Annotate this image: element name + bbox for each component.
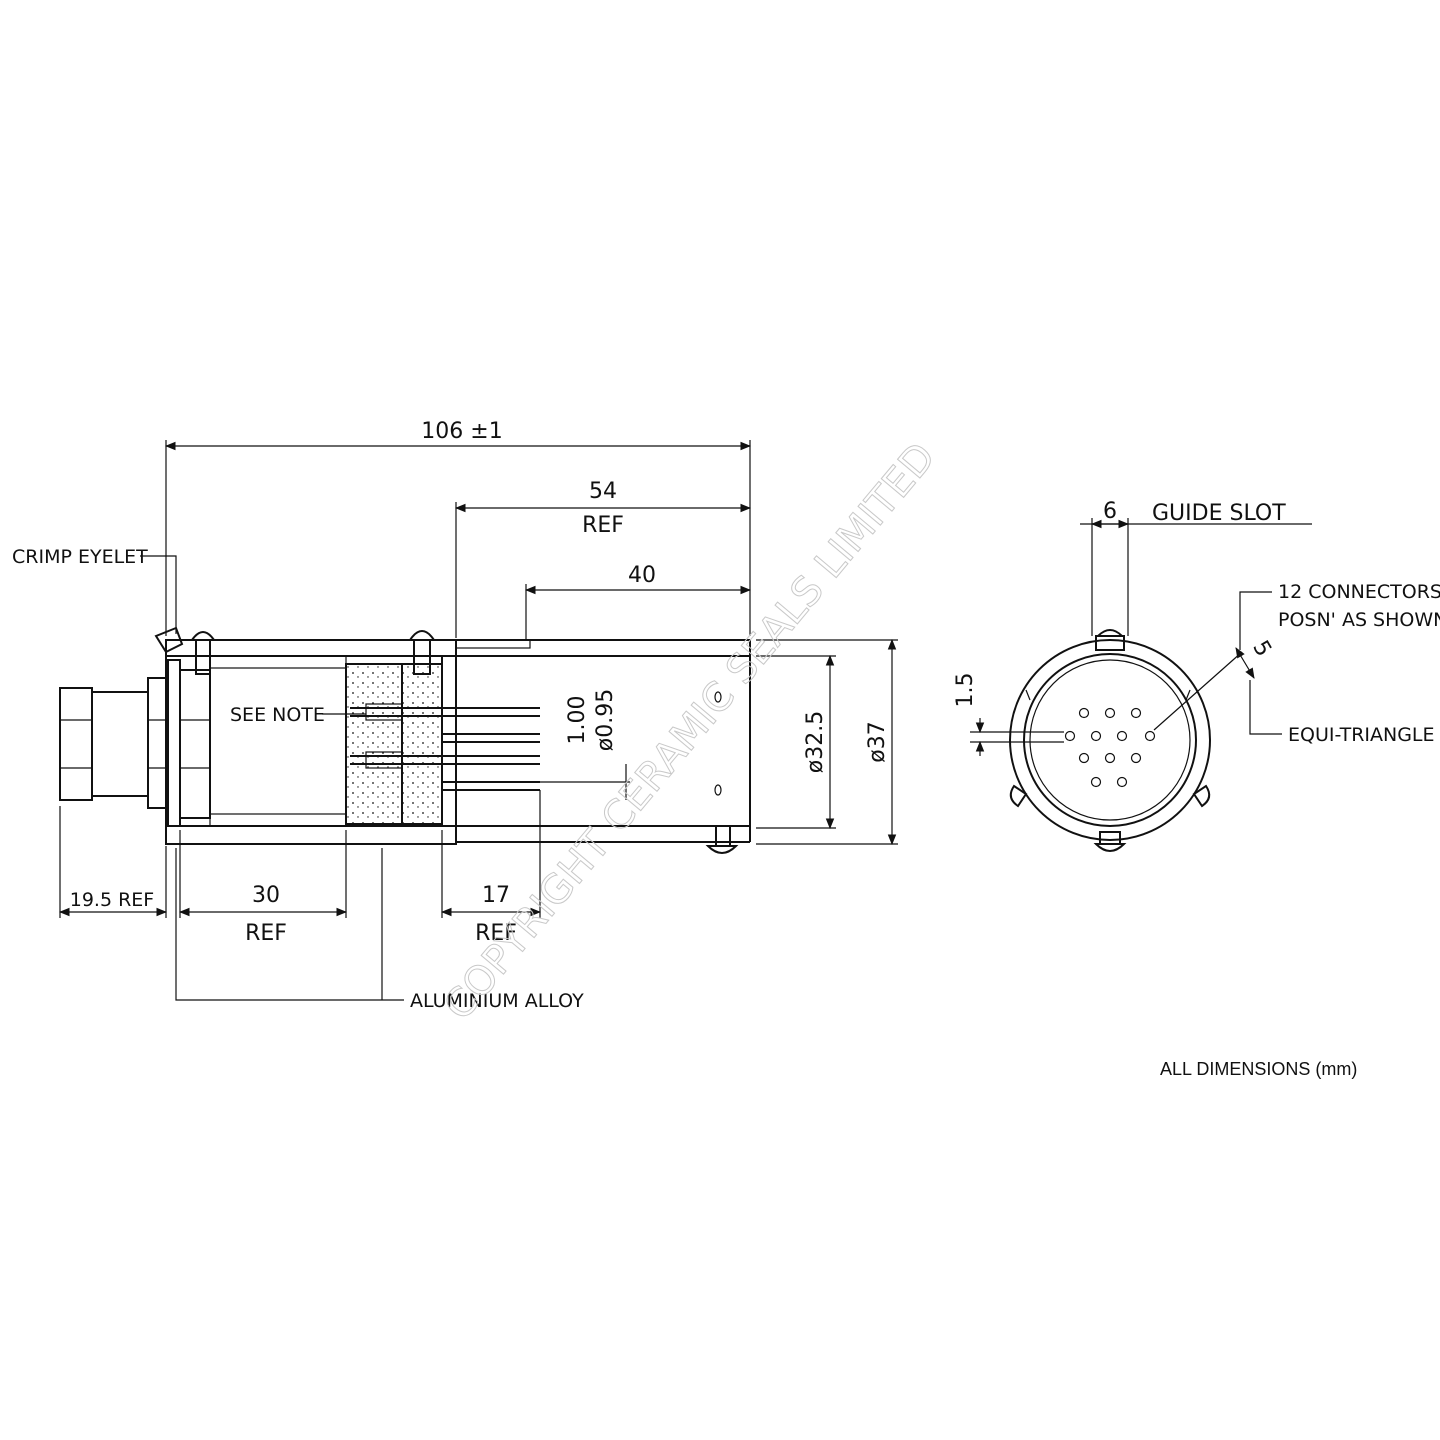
label-crimp-eyelet: CRIMP EYELET [12, 546, 148, 568]
dim-spacing-5: 5 [1247, 636, 1276, 661]
dim-30-suffix: REF [245, 921, 287, 946]
label-equi-triangle: EQUI-TRIANGLE [1288, 724, 1435, 746]
label-connectors-line2: POSN' AS SHOWN [1278, 609, 1440, 631]
connector-pins [350, 703, 540, 791]
dim-inner-dia: ø32.5 [803, 711, 828, 773]
connector-holes [1064, 707, 1156, 788]
rear-nut-assembly [59, 626, 211, 827]
dim-19-5-ref: 19.5 REF [70, 889, 154, 911]
insulator-block [345, 656, 443, 826]
dim-17-suffix: REF [475, 921, 517, 946]
dim-pin-length: 1.00 [565, 696, 590, 745]
footer-note: ALL DIMENSIONS (mm) [1160, 1059, 1357, 1079]
dim-17-value: 17 [482, 883, 510, 908]
dim-54-suffix: REF [582, 513, 624, 538]
dim-30-value: 30 [252, 883, 280, 908]
side-view: 106 ±1 54 REF 40 1.00 ø0.95 ø32.5 ø37 19… [12, 419, 898, 1012]
label-guide-slot: GUIDE SLOT [1152, 501, 1286, 526]
label-see-note: SEE NOTE [230, 704, 325, 726]
dim-40: 40 [628, 563, 656, 588]
dim-overall-length: 106 ±1 [421, 419, 502, 444]
end-view: 6 GUIDE SLOT 1.5 12 CONNECTORS POSN' AS … [953, 499, 1440, 852]
label-connectors-line1: 12 CONNECTORS [1278, 581, 1440, 603]
dim-54-value: 54 [589, 479, 617, 504]
dim-offset-1-5: 1.5 [953, 673, 978, 708]
dim-outer-dia: ø37 [865, 721, 890, 762]
label-aluminium-alloy: ALUMINIUM ALLOY [410, 990, 584, 1012]
dim-pin-dia: ø0.95 [593, 689, 618, 751]
screw-top [190, 630, 436, 675]
dim-slot-width: 6 [1103, 499, 1117, 524]
screw-bottom [705, 825, 739, 854]
